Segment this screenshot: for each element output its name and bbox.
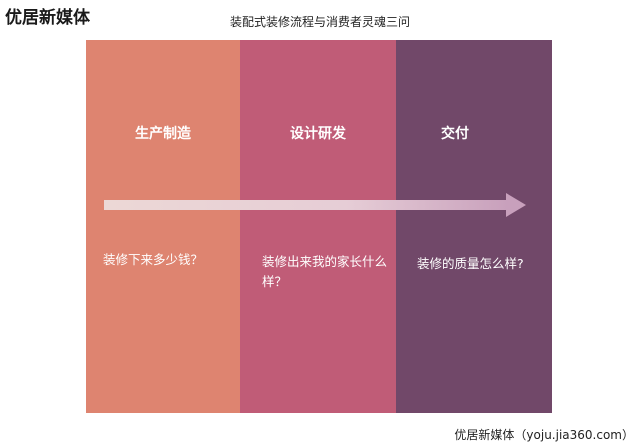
logo: 优居新媒体	[5, 8, 90, 28]
stage-panel-design	[240, 40, 396, 413]
question-delivery: 装修的质量怎么样?	[417, 256, 524, 271]
arrow-head	[506, 193, 526, 217]
stage-panel-production	[86, 40, 240, 413]
stage-panel-delivery	[396, 40, 552, 413]
stage-label-production: 生产制造	[135, 126, 191, 142]
question-design: 装修出来我的家长什么样？	[262, 254, 388, 289]
footer-source: 优居新媒体（yoju.jia360.com）	[454, 428, 634, 442]
diagram-title: 装配式装修流程与消费者灵魂三问	[229, 15, 410, 29]
question-production: 装修下来多少钱？	[103, 252, 204, 267]
arrow-shaft	[104, 200, 508, 210]
stage-label-design: 设计研发	[290, 126, 346, 142]
process-arrow	[104, 193, 526, 217]
stage-label-delivery: 交付	[441, 126, 469, 142]
